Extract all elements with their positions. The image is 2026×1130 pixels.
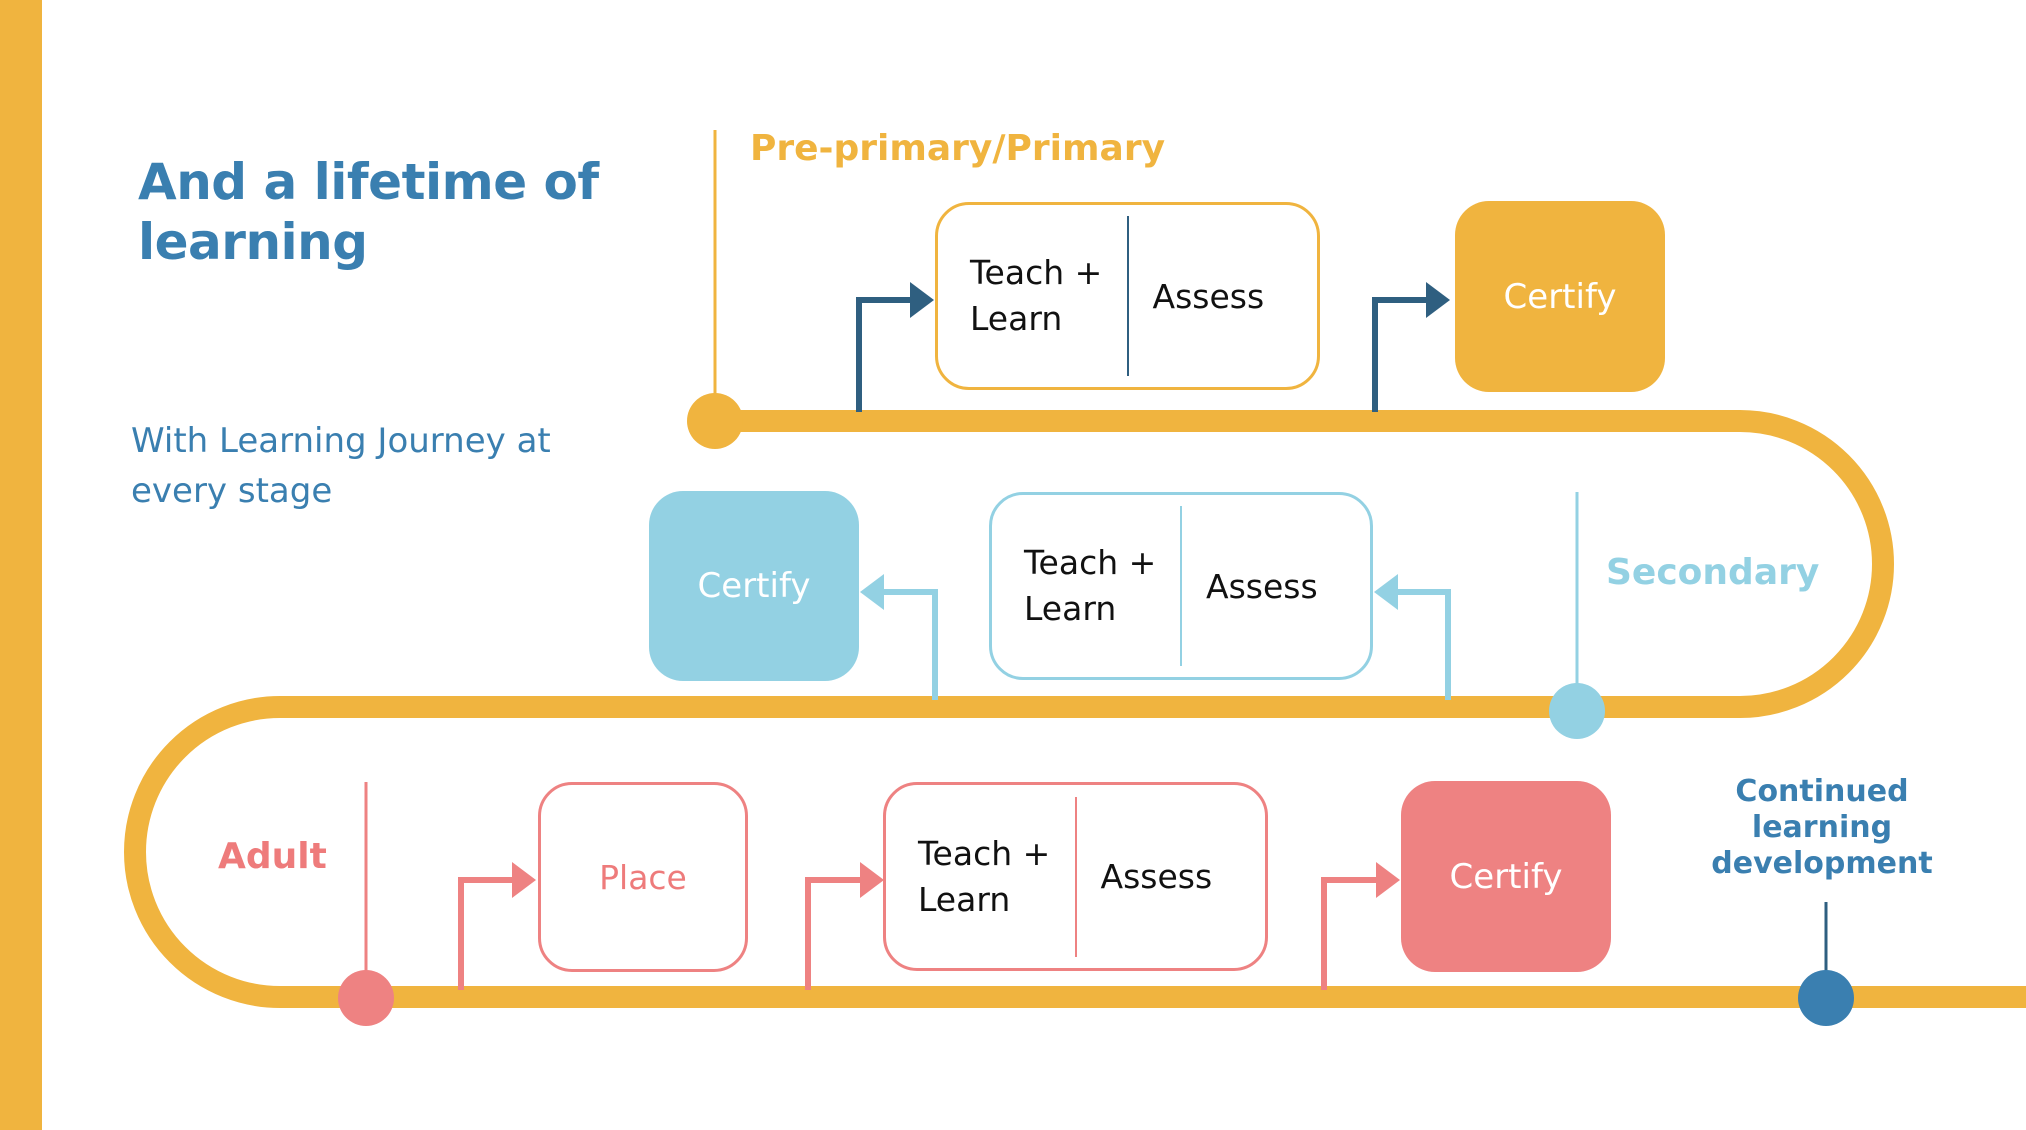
primary-teach-assess-box: Teach + Learn Assess — [935, 202, 1320, 390]
adult-arrow-1 — [458, 877, 514, 990]
page-subtitle: With Learning Journey at every stage — [131, 421, 551, 511]
secondary-stage-label: Secondary — [1606, 552, 1820, 593]
adult-certify-box: Certify — [1401, 781, 1611, 972]
secondary-arrow-2 — [882, 589, 938, 700]
primary-assess-label: Assess — [1152, 276, 1265, 316]
primary-box-divider — [1126, 216, 1129, 376]
journey-road — [124, 410, 2026, 1008]
adult-stage-label: Adult — [218, 836, 327, 877]
secondary-teach-assess-box: Teach + Learn Assess — [989, 492, 1373, 680]
adult-teach-assess-box: Teach + Learn Assess — [883, 782, 1268, 971]
primary-teach-learn-label: Teach + Learn — [970, 253, 1103, 338]
secondary-assess-label: Assess — [1206, 566, 1318, 606]
primary-stage-label: Pre-primary/Primary — [750, 128, 1166, 169]
primary-arrow-1-head — [910, 282, 934, 318]
adult-assess-label: Assess — [1100, 857, 1213, 896]
primary-arrow-1 — [856, 297, 912, 412]
primary-certify-box: Certify — [1455, 201, 1665, 392]
adult-arrow-2-head — [860, 862, 884, 898]
secondary-arrow-1-head — [1374, 574, 1398, 610]
secondary-certify-box: Certify — [649, 491, 859, 681]
adult-box-divider — [1074, 796, 1077, 957]
adult-teach-learn-label: Teach + Learn — [918, 833, 1051, 919]
secondary-box-divider — [1180, 506, 1183, 666]
secondary-arrow-1 — [1396, 589, 1451, 700]
adult-arrow-3-head — [1376, 862, 1400, 898]
adult-arrow-1-head — [512, 862, 536, 898]
primary-arrow-2 — [1372, 297, 1428, 412]
left-accent-bar — [0, 0, 42, 1130]
adult-dot — [338, 970, 394, 1026]
adult-arrow-3 — [1321, 877, 1378, 990]
continued-learning-label: Continued learning development — [1711, 774, 1933, 881]
page-title: And a lifetime of learning — [138, 153, 599, 271]
secondary-teach-learn-label: Teach + Learn — [1024, 543, 1157, 628]
primary-dot — [687, 393, 743, 449]
continued-dot — [1798, 970, 1854, 1026]
adult-arrow-2 — [805, 877, 862, 990]
primary-arrow-2-head — [1426, 282, 1450, 318]
secondary-arrow-2-head — [860, 574, 884, 610]
secondary-dot — [1549, 683, 1605, 739]
adult-place-box: Place — [538, 782, 748, 972]
